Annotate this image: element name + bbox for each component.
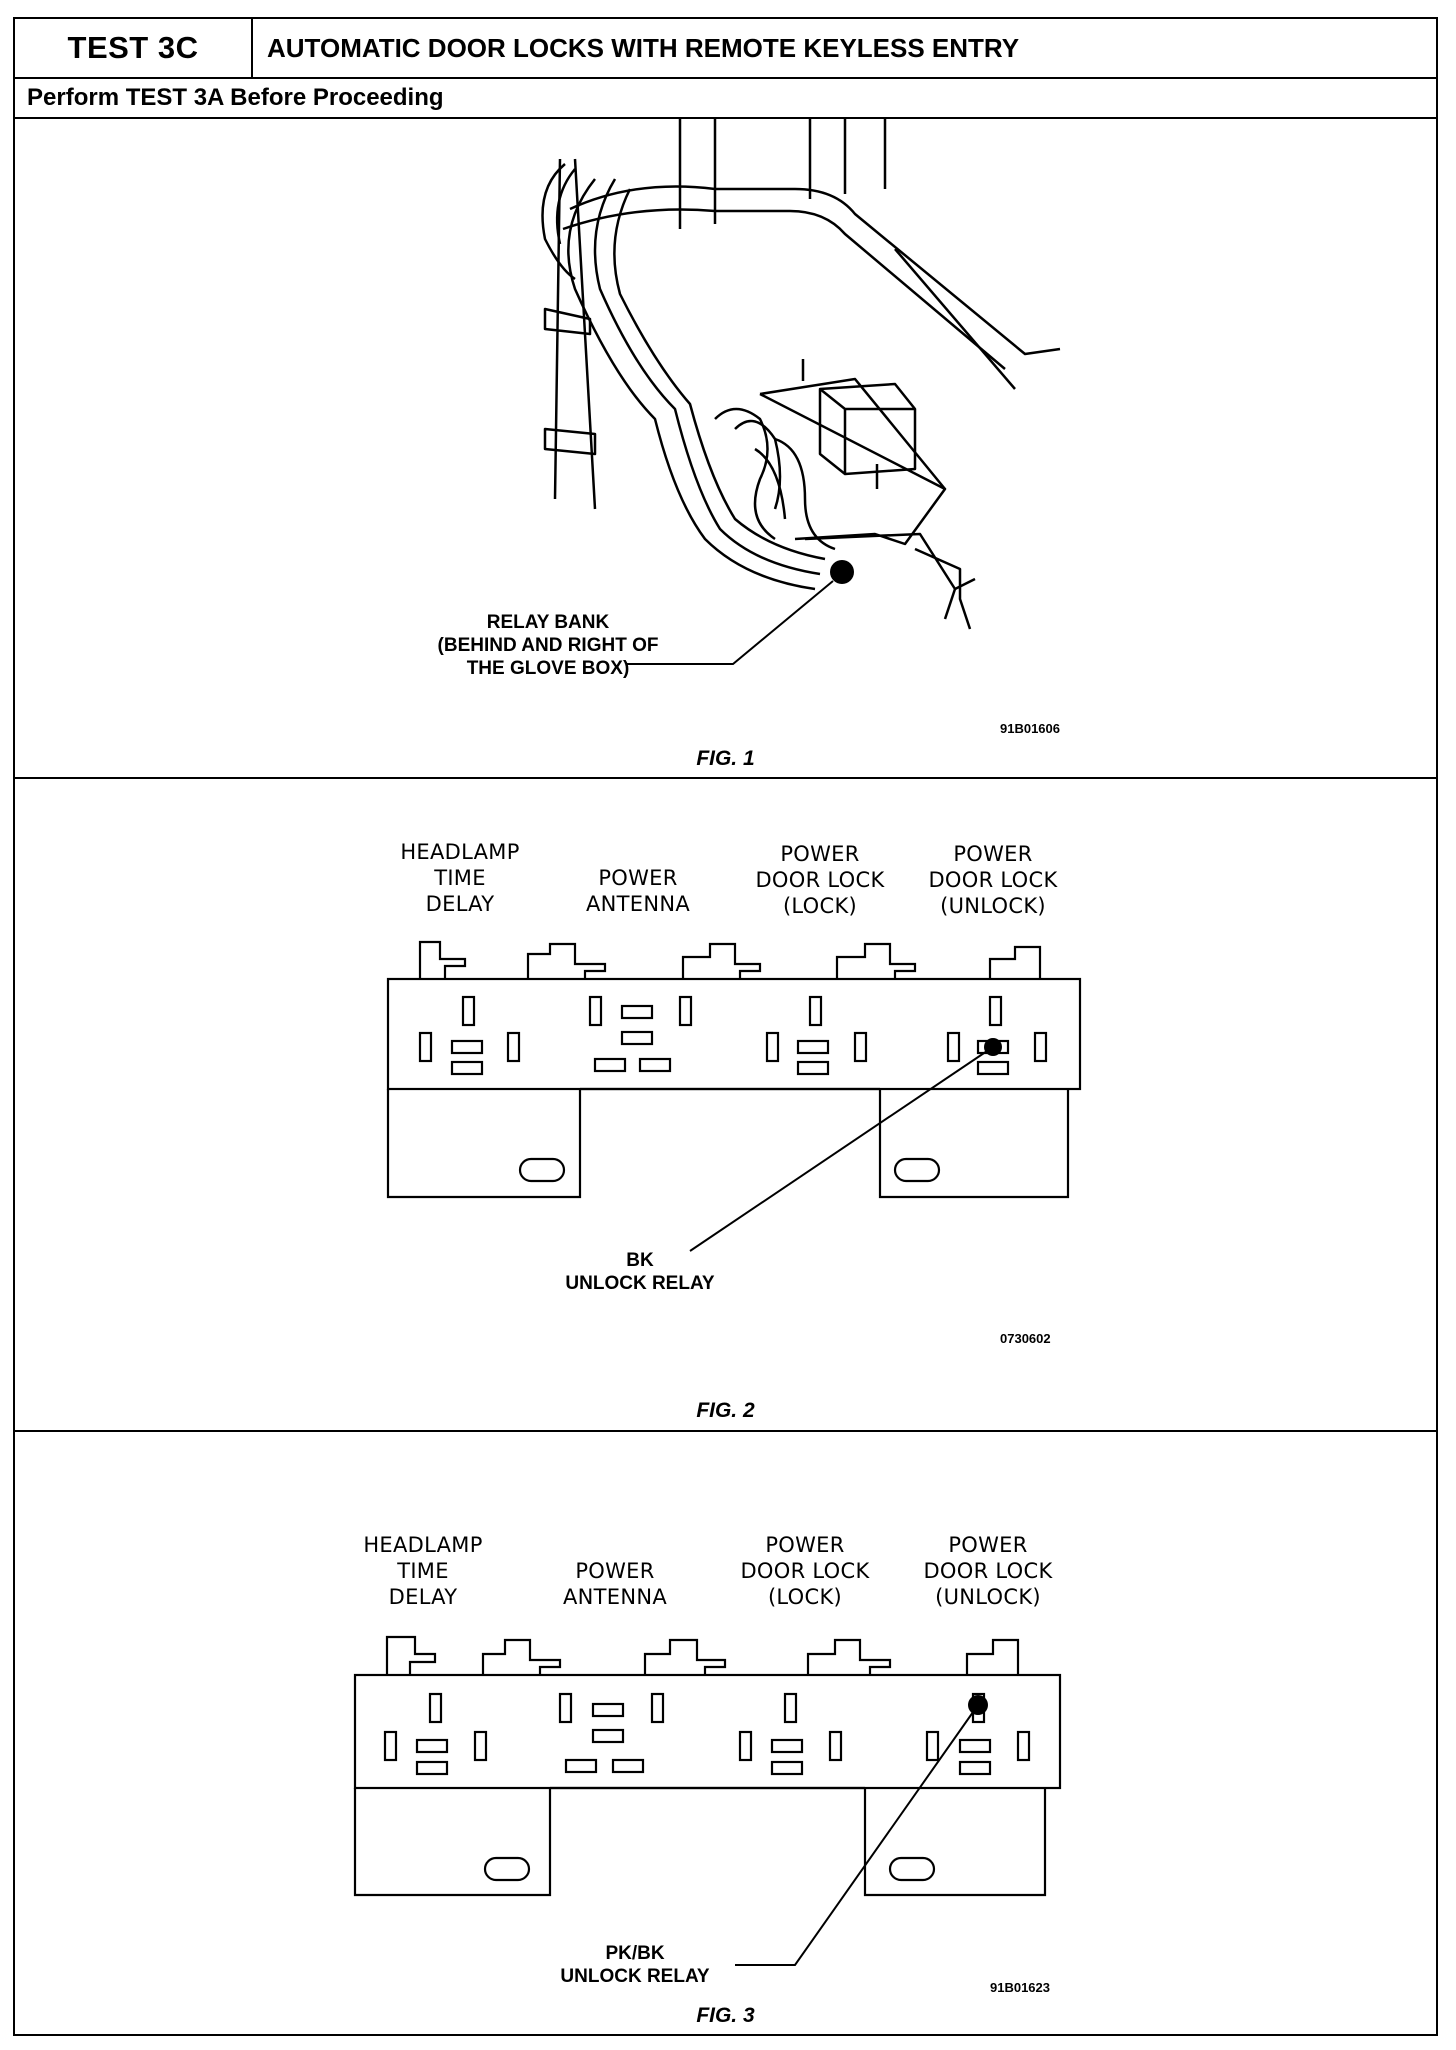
test-id: TEST 3C bbox=[15, 19, 253, 77]
label-line: (UNLOCK) bbox=[935, 1585, 1041, 1609]
relay-bank-diagram-bk bbox=[386, 940, 1082, 1252]
label-line: ANTENNA bbox=[585, 892, 691, 916]
relay-bank-location-marker bbox=[830, 560, 854, 584]
relay-bank-callout: RELAY BANK (BEHIND AND RIGHT OF THE GLOV… bbox=[413, 611, 683, 680]
figure-code: 91B01623 bbox=[990, 1980, 1050, 1995]
relay-label-lock: POWER DOOR LOCK (LOCK) bbox=[725, 1532, 885, 1610]
label-line: DELAY bbox=[425, 892, 495, 916]
figure-caption: FIG. 1 bbox=[696, 747, 755, 770]
label-line: ANTENNA bbox=[562, 1585, 668, 1609]
test-procedure-frame: TEST 3C AUTOMATIC DOOR LOCKS WITH REMOTE… bbox=[13, 17, 1438, 2036]
label-line: DOOR LOCK bbox=[755, 868, 885, 892]
label-line: POWER bbox=[953, 842, 1033, 866]
pkbk-unlock-relay-callout: PK/BK UNLOCK RELAY bbox=[525, 1942, 745, 1988]
label-line: DOOR LOCK bbox=[928, 868, 1058, 892]
figure-2-panel: HEADLAMP TIME DELAY POWER ANTENNA POWER … bbox=[15, 779, 1436, 1432]
test-title: AUTOMATIC DOOR LOCKS WITH REMOTE KEYLESS… bbox=[267, 32, 1020, 63]
callout-line: THE GLOVE BOX) bbox=[466, 658, 630, 679]
figure-code: 0730602 bbox=[1000, 1331, 1051, 1346]
label-line: POWER bbox=[575, 1559, 655, 1583]
callout-line: PK/BK bbox=[605, 1943, 665, 1964]
figure-caption: FIG. 3 bbox=[696, 2004, 755, 2027]
header-row: TEST 3C AUTOMATIC DOOR LOCKS WITH REMOTE… bbox=[15, 19, 1436, 79]
bk-unlock-relay-callout: BK UNLOCK RELAY bbox=[530, 1249, 750, 1295]
relay-label-antenna: POWER ANTENNA bbox=[578, 865, 698, 917]
relay-label-unlock: POWER DOOR LOCK (UNLOCK) bbox=[908, 1532, 1068, 1610]
relay-label-lock: POWER DOOR LOCK (LOCK) bbox=[740, 841, 900, 919]
prerequisite-note: Perform TEST 3A Before Proceeding bbox=[15, 79, 1436, 119]
relay-bank-location-illustration bbox=[541, 119, 1061, 665]
label-line: HEADLAMP bbox=[363, 1533, 483, 1557]
label-line: POWER bbox=[948, 1533, 1028, 1557]
figure-caption: FIG. 2 bbox=[696, 1399, 755, 1422]
label-line: (LOCK) bbox=[767, 1585, 843, 1609]
callout-line: RELAY BANK bbox=[486, 612, 610, 633]
relay-label-headlamp: HEADLAMP TIME DELAY bbox=[400, 839, 520, 917]
label-line: TIME bbox=[397, 1559, 449, 1583]
figure-3-panel: HEADLAMP TIME DELAY POWER ANTENNA POWER … bbox=[15, 1432, 1436, 2036]
label-line: POWER bbox=[765, 1533, 845, 1557]
figure-1-panel: RELAY BANK (BEHIND AND RIGHT OF THE GLOV… bbox=[15, 119, 1436, 779]
callout-line: BK bbox=[626, 1250, 654, 1271]
label-line: (UNLOCK) bbox=[940, 894, 1046, 918]
label-line: (LOCK) bbox=[782, 894, 858, 918]
relay-label-antenna: POWER ANTENNA bbox=[555, 1558, 675, 1610]
callout-line: UNLOCK RELAY bbox=[565, 1273, 715, 1294]
label-line: HEADLAMP bbox=[400, 840, 520, 864]
relay-label-headlamp: HEADLAMP TIME DELAY bbox=[363, 1532, 483, 1610]
relay-bank-diagram-pkbk bbox=[353, 1635, 1062, 1966]
relay-label-unlock: POWER DOOR LOCK (UNLOCK) bbox=[913, 841, 1073, 919]
figure-code: 91B01606 bbox=[1000, 721, 1060, 736]
label-line: POWER bbox=[598, 866, 678, 890]
label-line: TIME bbox=[434, 866, 486, 890]
label-line: DOOR LOCK bbox=[740, 1559, 870, 1583]
callout-line: UNLOCK RELAY bbox=[560, 1966, 710, 1987]
label-line: POWER bbox=[780, 842, 860, 866]
label-line: DOOR LOCK bbox=[923, 1559, 1053, 1583]
label-line: DELAY bbox=[388, 1585, 458, 1609]
callout-line: (BEHIND AND RIGHT OF bbox=[437, 635, 659, 656]
